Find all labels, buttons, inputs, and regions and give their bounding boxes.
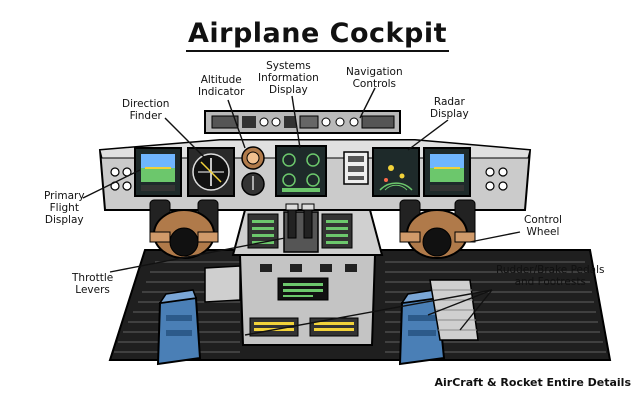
- label-primary-flight-display: Primary Flight Display: [44, 190, 85, 226]
- label-altitude-indicator: Altitude Indicator: [198, 74, 245, 98]
- left-rudder-pedal: [156, 289, 202, 366]
- right-control-wheel: [399, 199, 476, 259]
- lower-console: [238, 254, 377, 346]
- label-navigation-controls: Navigation Controls: [346, 66, 403, 90]
- label-throttle-levers: Throttle Levers: [72, 272, 114, 296]
- label-systems-information-display: Systems Information Display: [258, 60, 319, 96]
- left-primary-flight-display: [134, 147, 182, 197]
- systems-information-display: [275, 145, 327, 197]
- center-switch-panel: [343, 151, 369, 185]
- label-control-wheel: Control Wheel: [524, 214, 562, 238]
- left-footrest: [204, 265, 241, 303]
- left-control-wheel: [149, 199, 219, 259]
- page-title: Airplane Cockpit: [0, 18, 635, 52]
- right-primary-flight-display: [423, 147, 471, 197]
- leader-lines: [82, 87, 521, 336]
- label-radar-display: Radar Display: [430, 96, 469, 120]
- panel-knobs: [110, 167, 508, 191]
- direction-finder-dial: [187, 147, 235, 197]
- radar-display-screen: [372, 147, 420, 197]
- altitude-indicator-dial: [241, 146, 265, 196]
- navigation-control-strip: [204, 110, 401, 134]
- label-rudder-brake-pedals: Rudder/Brake Pedals and Footrests: [496, 264, 605, 288]
- footer-credit: AirCraft & Rocket Entire Details: [434, 376, 632, 389]
- label-direction-finder: Direction Finder: [122, 98, 170, 122]
- right-rudder-pedal: [398, 289, 446, 366]
- center-pedestal: [231, 203, 384, 256]
